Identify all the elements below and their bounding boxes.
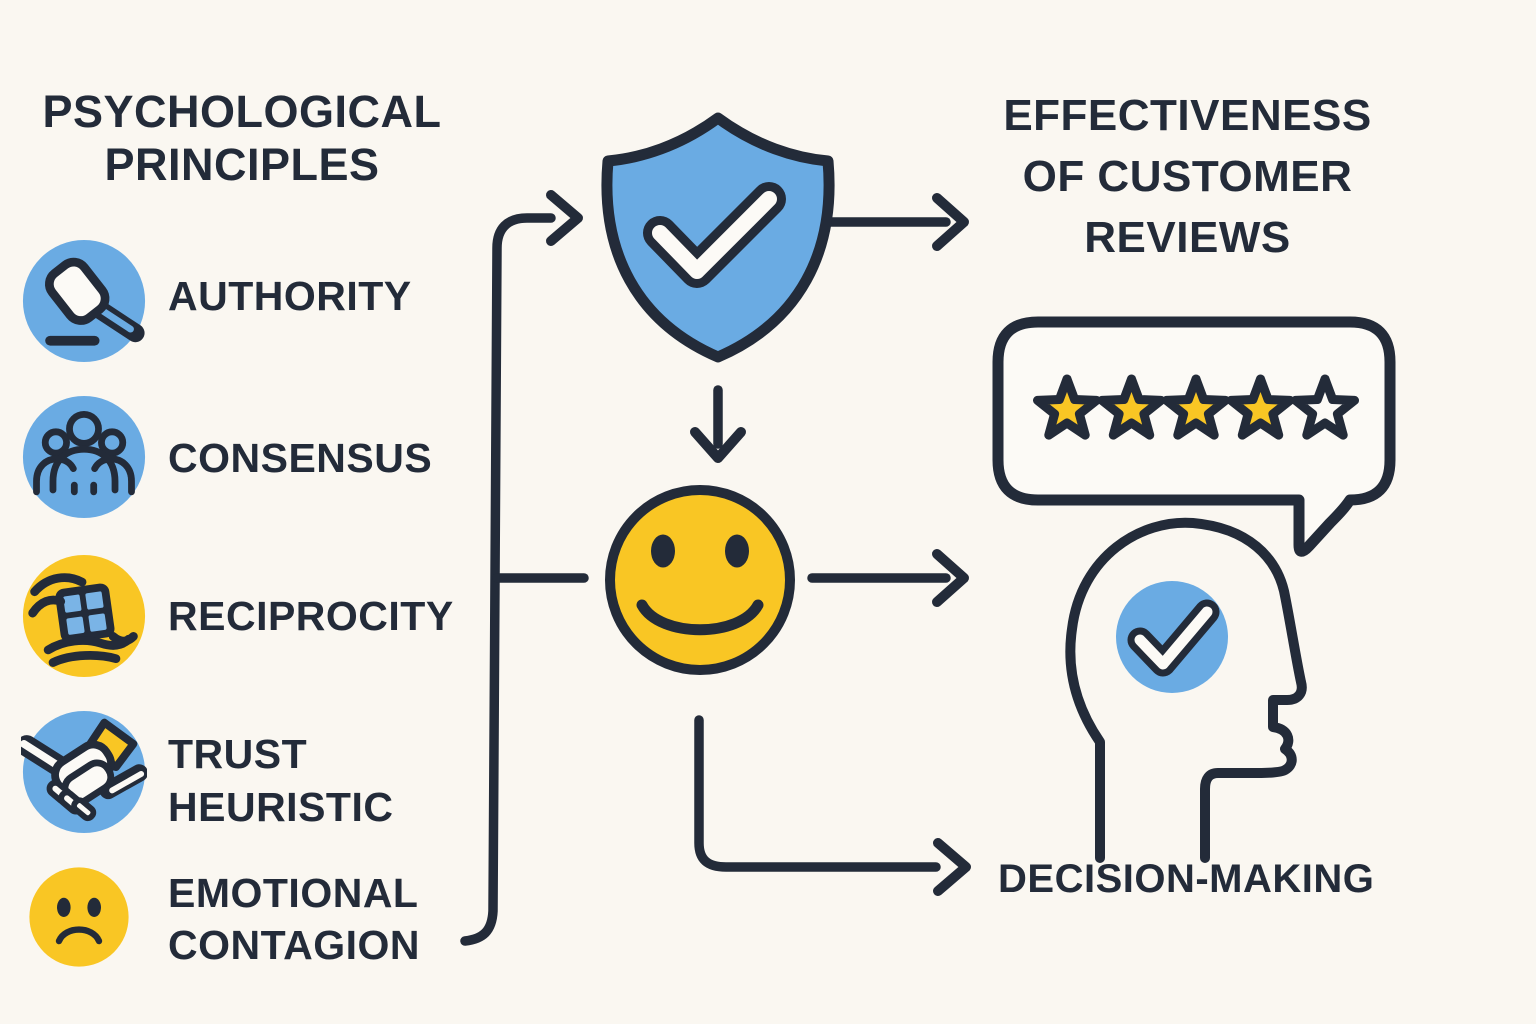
- handshake-icon: [21, 709, 147, 835]
- arrow-shield-to-effectiveness: [817, 193, 969, 251]
- principle-label-reciprocity: RECIPROCITY: [168, 593, 454, 639]
- arrow-shield-to-smiley: [690, 385, 746, 463]
- principle-label-trust-heuristic: TRUST HEURISTIC: [168, 731, 394, 830]
- connector-principles-to-shield: [460, 190, 589, 946]
- star-filled-icon: [1226, 374, 1295, 440]
- star-rating: [1033, 374, 1359, 440]
- arrow-smiley-to-decision: [694, 715, 971, 896]
- star-filled-icon: [1162, 374, 1230, 440]
- smiley-face-icon: [605, 485, 795, 675]
- gavel-icon: [21, 238, 147, 364]
- star-filled-icon: [1097, 374, 1166, 440]
- right-title: EFFECTIVENESS OF CUSTOMER REVIEWS: [1003, 91, 1372, 262]
- sad-face-icon: [27, 865, 131, 969]
- decision-making-label: DECISION-MAKING: [998, 857, 1375, 901]
- left-title: PSYCHOLOGICAL PRINCIPLES: [42, 86, 442, 190]
- arrow-smiley-to-head: [807, 549, 969, 607]
- principle-label-authority: AUTHORITY: [168, 273, 412, 319]
- gift-in-hands-icon: [21, 553, 147, 679]
- review-bubble: [992, 316, 1396, 557]
- star-empty-icon: [1291, 374, 1359, 440]
- people-group-icon: [21, 394, 147, 520]
- star-filled-icon: [1033, 374, 1101, 440]
- head-decision-icon: [1065, 517, 1307, 863]
- verified-shield-icon: [601, 112, 835, 363]
- principle-label-consensus: CONSENSUS: [168, 435, 433, 481]
- principle-label-emotional-contagion: EMOTIONAL CONTAGION: [168, 870, 421, 968]
